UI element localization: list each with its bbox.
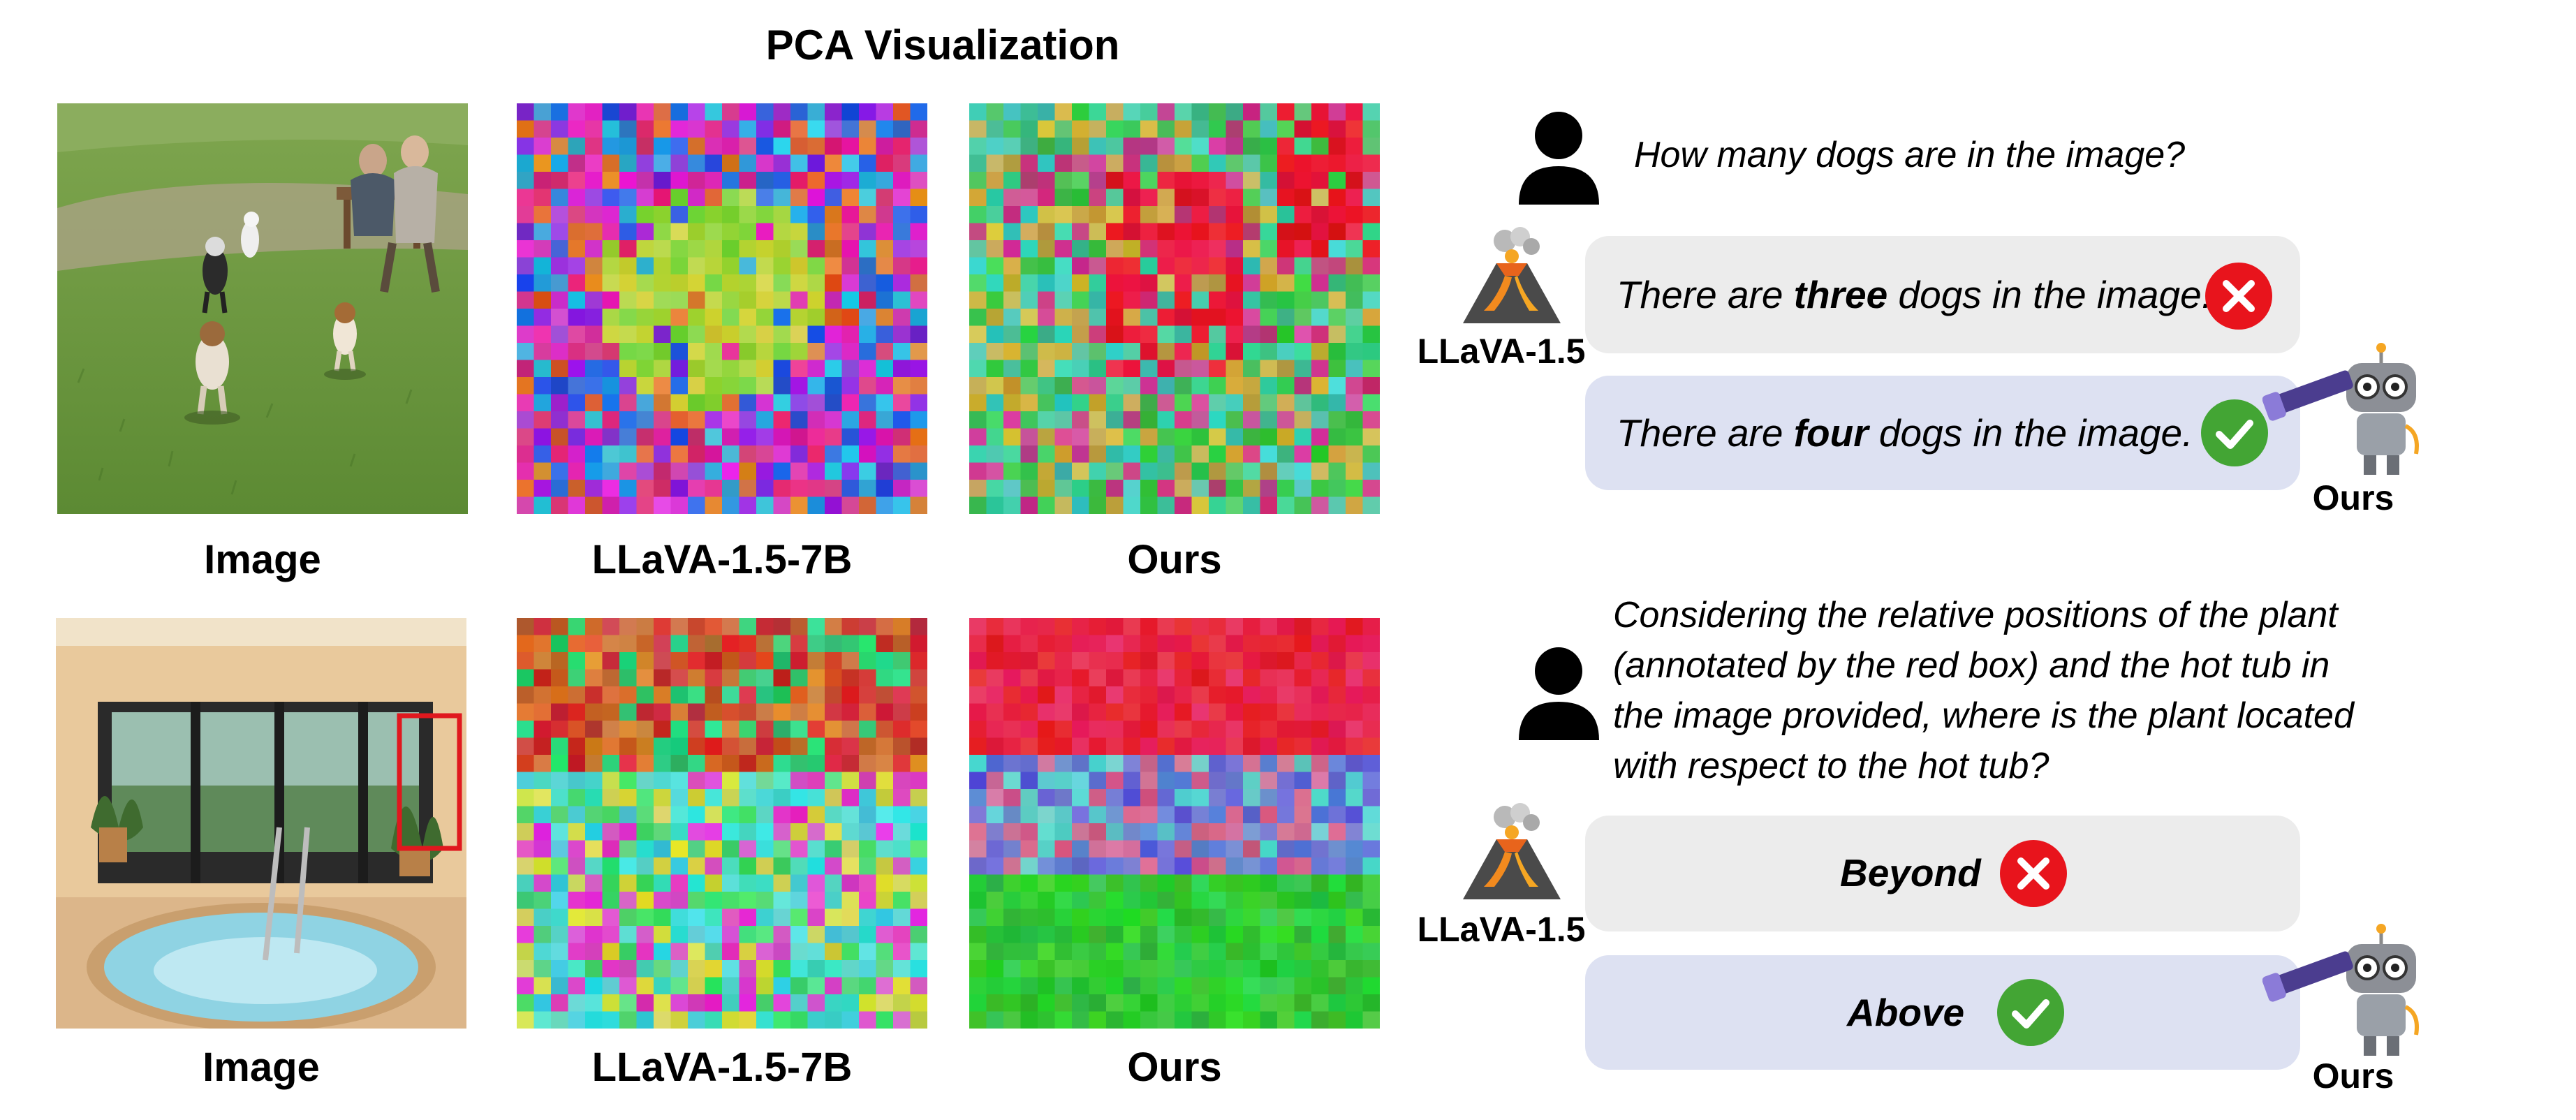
- ours-model-label-1: Ours: [2312, 478, 2394, 517]
- green-check-icon: [2200, 398, 2269, 468]
- hot-tub-photo: [56, 618, 466, 1029]
- question-1: How many dogs are in the image?: [1634, 130, 2185, 180]
- caption-image-1: Image: [204, 537, 321, 582]
- caption-baseline-1: LLaVA-1.5-7B: [591, 537, 853, 582]
- ours-answer-bubble-1: There are four dogs in the image.: [1585, 376, 2300, 490]
- question-2: Considering the relative positions of th…: [1613, 590, 2416, 791]
- question-2-line-4: with respect to the hot tub?: [1613, 746, 2049, 786]
- figure-title: PCA Visualization: [765, 22, 1120, 68]
- baseline-answer-text-2: Beyond: [1840, 851, 1981, 894]
- ours-answer-text-1: There are four dogs in the image.: [1617, 411, 2193, 455]
- ours-pca-map-2: [969, 618, 1380, 1029]
- caption-ours-1: Ours: [1127, 537, 1222, 582]
- question-1-line: How many dogs are in the image?: [1634, 135, 2186, 175]
- ours-model-label-2: Ours: [2312, 1056, 2394, 1096]
- caption-ours-2: Ours: [1127, 1045, 1222, 1090]
- baseline-answer-text-1: There are three dogs in the image.: [1617, 272, 2212, 317]
- ours-answer-text-2: Above: [1847, 991, 1965, 1034]
- red-x-icon: [1999, 839, 2068, 908]
- baseline-pca-map-2: [517, 618, 927, 1029]
- green-check-icon: [1996, 978, 2066, 1047]
- answer-emphasis: three: [1793, 273, 1888, 316]
- dogs-photo: [57, 103, 468, 514]
- baseline-answer-bubble-2: Beyond: [1585, 816, 2300, 931]
- baseline-model-label-1: LLaVA-1.5: [1417, 332, 1586, 371]
- ours-pca-map-1: [969, 103, 1380, 514]
- baseline-pca-map-1: [517, 103, 927, 514]
- caption-image-2: Image: [203, 1045, 320, 1090]
- caption-baseline-2: LLaVA-1.5-7B: [591, 1045, 853, 1090]
- answer-post: dogs in the image.: [1868, 411, 2193, 455]
- question-2-line-2: (annotated by the red box) and the hot t…: [1613, 645, 2330, 686]
- question-2-line-3: the image provided, where is the plant l…: [1613, 695, 2354, 736]
- robot-telescope-icon: [2262, 923, 2423, 1059]
- baseline-answer-bubble-1: There are three dogs in the image.: [1585, 236, 2300, 353]
- robot-telescope-icon: [2262, 342, 2423, 478]
- red-x-icon: [2204, 261, 2274, 331]
- ours-answer-bubble-2: Above: [1585, 955, 2300, 1070]
- volcano-icon: [1456, 803, 1568, 901]
- volcano-icon: [1456, 227, 1568, 325]
- user-silhouette-icon: [1515, 646, 1603, 740]
- answer-post: dogs in the image.: [1887, 273, 2212, 316]
- user-silhouette-icon: [1515, 110, 1603, 205]
- answer-pre: There are: [1617, 411, 1794, 455]
- baseline-model-label-2: LLaVA-1.5: [1417, 910, 1586, 949]
- question-2-line-1: Considering the relative positions of th…: [1613, 595, 2338, 635]
- answer-emphasis: four: [1793, 411, 1869, 455]
- answer-pre: There are: [1617, 273, 1794, 316]
